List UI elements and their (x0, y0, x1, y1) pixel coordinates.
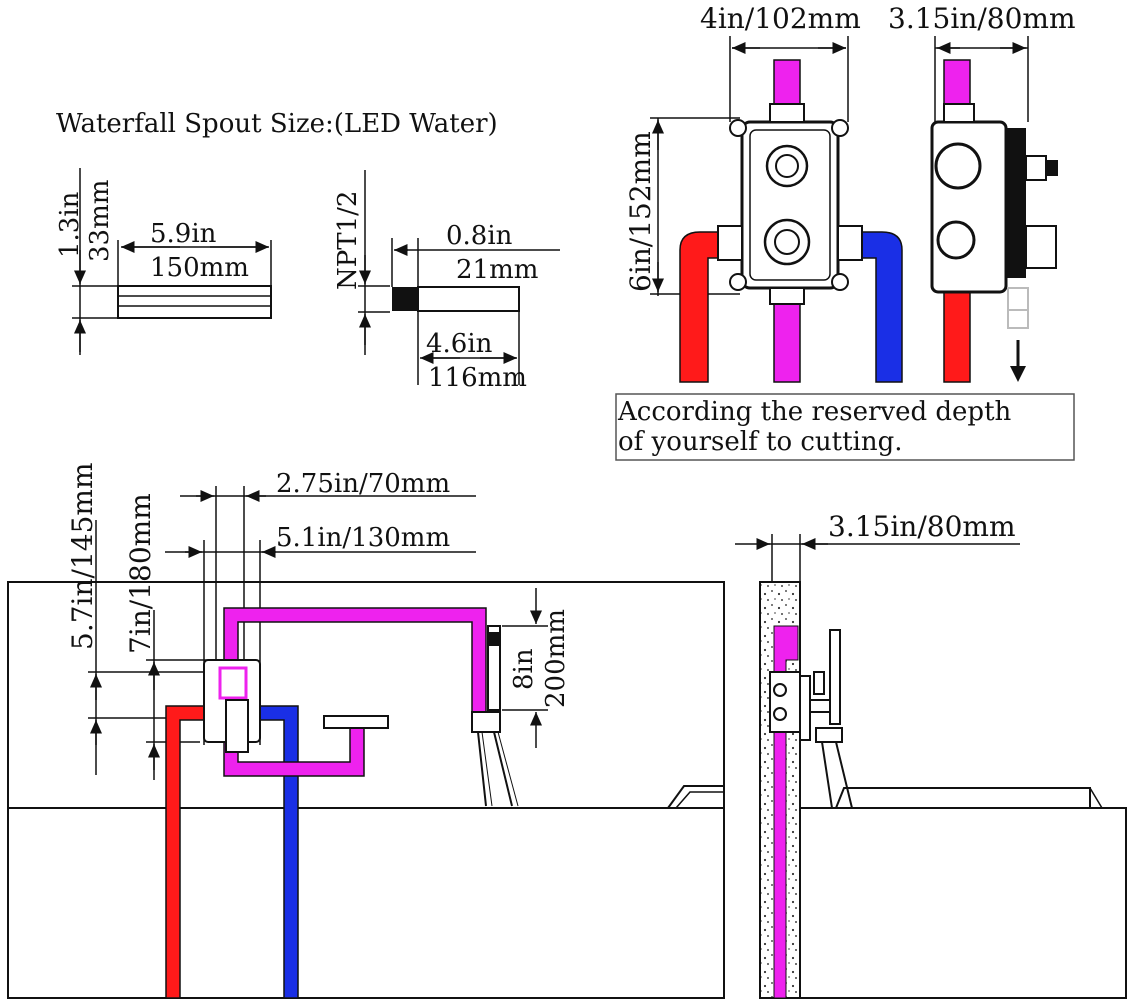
note-line-2: of yourself to cutting. (618, 427, 903, 457)
spacing-a-label: 2.75in/70mm (276, 469, 450, 499)
thread-length-in: 0.8in (446, 221, 513, 251)
wall-depth-label: 3.15in/80mm (828, 510, 1016, 543)
body-length-mm: 116mm (428, 363, 527, 393)
shower-height-mm: 200mm (541, 609, 571, 708)
body-length-in: 4.6in (426, 329, 493, 359)
spout-height-dimension: 1.3in 33mm (55, 168, 118, 355)
installation-front-view: 2.75in/70mm 5.1in/130mm 5.7in/145mm 7in/… (7, 463, 725, 999)
spacing-b-label: 5.1in/130mm (276, 523, 450, 553)
spout-height-mm: 33mm (85, 180, 115, 262)
spout-front-view (117, 285, 272, 319)
height-a-label: 5.7in/145mm (66, 463, 99, 651)
spout-heading: Waterfall Spout Size:(LED Water) (56, 109, 498, 139)
valve-height-label: 6in/152mm (624, 131, 657, 292)
note-line-1: According the reserved depth (617, 397, 1012, 427)
thread-length-mm: 21mm (456, 255, 538, 285)
valve-depth-label: 3.15in/80mm (888, 2, 1076, 35)
spout-size-section: Waterfall Spout Size:(LED Water) 1.3in 3… (55, 109, 560, 393)
valve-width-label: 4in/102mm (700, 2, 861, 35)
valve-front-view (679, 59, 903, 383)
cutting-note: According the reserved depth of yourself… (615, 393, 1075, 461)
spout-height-in: 1.3in (55, 191, 85, 258)
thread-label: NPT1/2 (333, 191, 363, 290)
spout-width-in: 5.9in (150, 219, 217, 249)
spout-width-mm: 150mm (150, 253, 249, 283)
valve-side-view (930, 59, 1058, 383)
spout-side-view: NPT1/2 0.8in 21mm 4.6in 116mm (333, 170, 560, 393)
shower-height-in: 8in (509, 648, 539, 690)
spout-width-dimension: 5.9in 150mm (117, 219, 272, 318)
height-b-label: 7in/180mm (124, 493, 157, 654)
installation-side-view: 3.15in/80mm (735, 510, 1127, 999)
valve-section: 4in/102mm 3.15in/80mm 6in/152mm (615, 2, 1076, 461)
